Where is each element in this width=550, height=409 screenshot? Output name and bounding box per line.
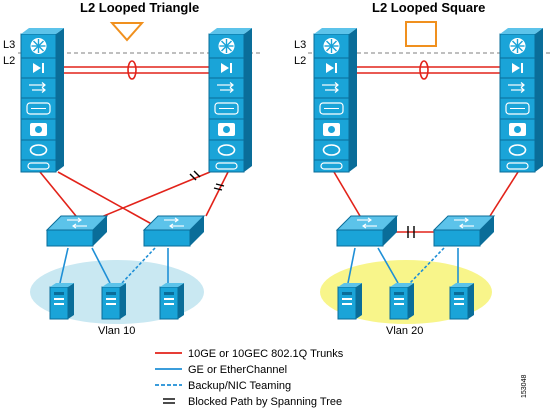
access-switch-left-1 (46, 215, 108, 247)
server-left-1 (49, 282, 75, 320)
agg-switch-left-1 (20, 27, 65, 173)
agg-trunk-left (56, 60, 209, 80)
legend-swatch-blocked (163, 398, 175, 404)
agg-trunk-right (349, 60, 500, 80)
agg-switch-left-2 (208, 27, 253, 173)
layer-l2-left: L2 (3, 55, 15, 67)
triangle-icon (109, 22, 145, 42)
diagram-title-square: L2 Looped Square (372, 0, 485, 15)
server-right-2 (389, 282, 415, 320)
blocked-mark-right (407, 226, 415, 238)
legend-label-ge: GE or EtherChannel (188, 364, 287, 376)
access-switch-right-1 (336, 215, 398, 247)
server-left-3 (159, 282, 185, 320)
legend-label-backup: Backup/NIC Teaming (188, 380, 291, 392)
access-switch-right-2 (433, 215, 495, 247)
figure-id: 153048 (521, 375, 528, 398)
server-right-1 (337, 282, 363, 320)
server-right-3 (449, 282, 475, 320)
server-links-left (59, 247, 169, 284)
access-switch-left-2 (143, 215, 205, 247)
vlan-label-left: Vlan 10 (98, 325, 135, 337)
agg-switch-right-1 (313, 27, 358, 173)
server-links-right (347, 247, 459, 284)
legend: 10GE or 10GEC 802.1Q Trunks GE or EtherC… (155, 348, 344, 408)
blocked-mark-left (189, 170, 225, 191)
square-icon (405, 21, 437, 47)
server-left-2 (101, 282, 127, 320)
legend-label-blocked: Blocked Path by Spanning Tree (188, 396, 342, 408)
layer-l2-right: L2 (294, 55, 306, 67)
layer-l3-right: L3 (294, 39, 306, 51)
layer-l3-left: L3 (3, 39, 15, 51)
vlan-label-right: Vlan 20 (386, 325, 423, 337)
legend-label-trunk: 10GE or 10GEC 802.1Q Trunks (188, 348, 344, 360)
agg-switch-right-2 (499, 27, 544, 173)
diagram-title-triangle: L2 Looped Triangle (80, 0, 199, 15)
